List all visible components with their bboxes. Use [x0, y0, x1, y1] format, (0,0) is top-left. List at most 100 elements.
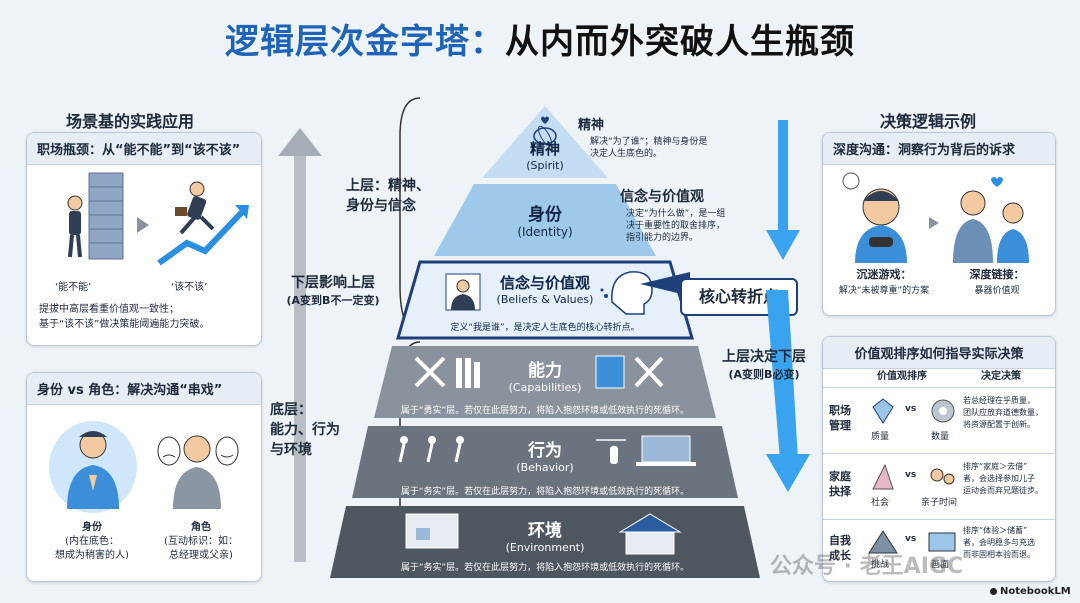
row-desc2: 者，会选择参加儿子: [963, 474, 1035, 483]
spirit-side-title: 精神: [578, 118, 605, 133]
environment-cn: 环境: [528, 521, 562, 541]
left-section-title: 场景基的实践应用: [66, 112, 195, 131]
row-vs: vs: [905, 404, 917, 414]
bottom-layer-line2: 能力、行为: [270, 422, 340, 438]
role-sub2: 总经理或父亲): [169, 550, 233, 561]
career-illustration: [67, 172, 249, 266]
tap-icon: [596, 439, 626, 464]
row-option-a: 挑战: [871, 560, 890, 570]
col-decision: 决定决策: [981, 371, 1021, 382]
heart-brain-icon: [533, 116, 557, 147]
row-name-line1: 自我: [829, 534, 851, 547]
deep-link-desc: 暴器价值观: [974, 286, 1020, 296]
identity-sub2: 想成为稍害的人): [55, 550, 129, 561]
table-row: 家庭 抉择 vs 社会 亲子时间 排序“家庭＞去借” 者，会选择参加儿子 运动会…: [823, 455, 1055, 517]
row-name-line1: 职场: [829, 404, 851, 417]
row-desc3: 而非固相本验而退。: [963, 550, 1035, 559]
spirit-en: (Spirit): [526, 159, 564, 172]
page-title: 逻辑层次金字塔：从内而外突破人生瓶颈: [0, 14, 1080, 63]
laptop-icon: [636, 435, 696, 466]
behavior-en: (Behavior): [516, 461, 574, 474]
up-arrow: [278, 128, 322, 562]
upper-layer-label: 上层：精神、 身份与信念: [346, 176, 430, 216]
spirit-side-desc2: 决定人生底色的。: [590, 149, 663, 159]
title-part2: 从内而外突破人生瓶颈: [505, 22, 855, 62]
lower-affect-label: 下层影响上层 (A变到B不一定变): [266, 272, 400, 308]
row-option-a: 质量: [871, 432, 890, 442]
environment-desc: 属于“务实”层。若仅在此层努力，将陷入抱怨环境或低效执行的死循环。: [400, 563, 690, 573]
down-arrows: [766, 120, 810, 492]
identity-en: (Identity): [517, 225, 573, 239]
row-name: 自我 成长: [829, 533, 851, 563]
row-desc1: 排序“体验＞储蓄”: [963, 526, 1028, 535]
bottom-layer-label: 底层： 能力、行为 与环境: [270, 400, 340, 460]
chevron-right-icon: [137, 217, 149, 233]
gaming-title: 沉迷游戏：: [856, 268, 912, 281]
table-divider: [823, 519, 1055, 520]
upper-decide-line2: (A变则B必变): [728, 368, 800, 381]
row-desc2: 团队应放弃道德数量，: [963, 408, 1043, 417]
table-divider: [823, 453, 1055, 454]
tier-identity: [434, 184, 656, 256]
identity-role-illustration: [49, 421, 239, 513]
party-icon: [872, 463, 894, 490]
right-card-communication: 深度沟通：洞察行为背后的诉求 沉迷游戏： 解决“未被尊重”的方案 深度链接： 暴…: [822, 132, 1056, 316]
picture-icon: [928, 532, 956, 552]
row-desc3: 运动会而弃兄题徒步。: [963, 486, 1043, 495]
row-name-line2: 管理: [829, 419, 851, 432]
row-desc1: 若总经理在乎质量，: [963, 396, 1035, 405]
beliefs-cn: 信念与价值观: [499, 274, 590, 292]
row-option-b: 画面: [931, 560, 950, 570]
beliefs-side-title: 信念与价值观: [620, 189, 704, 205]
identity-title: 身份: [82, 522, 102, 533]
career-desc-2: 基于“该不该”做决策能阈遍能力突破。: [39, 319, 210, 330]
capabilities-cn: 能力: [528, 361, 562, 381]
table-row: 职场 管理 vs 质量 数量 若总经理在乎质量， 团队应放弃道德数量， 将资源配…: [823, 389, 1055, 451]
row-name: 家庭 抉择: [829, 469, 851, 499]
capabilities-desc: 属于“勇实”层。若仅在此层努力，将陷入抱怨环境或低效执行的死循环。: [400, 406, 690, 416]
left-card-career: 职场瓶颈：从“能不能”到“该不该” ‘能不能’ ‘该不该’: [26, 132, 262, 346]
behavior-cn: 行为: [528, 441, 562, 461]
col-value-ranking: 价值观排序: [877, 371, 927, 382]
callout-pointer: [640, 272, 690, 296]
row-option-b: 亲子时间: [921, 498, 958, 508]
row-name-line2: 抉择: [829, 485, 851, 498]
row-name-line2: 成长: [829, 549, 851, 562]
row-option-b: 数量: [931, 432, 950, 442]
upper-layer-line2: 身份与信念: [346, 198, 416, 214]
card-value-head: 价值观排序如何指导实际决策: [823, 337, 1055, 369]
family-icon: [930, 468, 944, 482]
bottom-layer-line3: 与环境: [270, 442, 312, 458]
table-row: 自我 成长 vs 挑战 画面 排序“体验＞储蓄” 者，会明稳多与充选 而非固相本…: [823, 521, 1055, 579]
upper-decide-line1: 上层决定下层: [722, 349, 806, 365]
table-divider: [823, 387, 1055, 388]
identity-cn: 身份: [528, 205, 562, 225]
house-icon: [618, 513, 682, 555]
beliefs-desc: 定义“我是谁”，是决定人生底色的核心转折点。: [450, 323, 640, 333]
row-desc: 排序“体验＞储蓄” 者，会明稳多与充选 而非固相本验而退。: [963, 525, 1053, 561]
title-part1: 逻辑层次金字塔：: [225, 22, 505, 62]
upper-layer-line1: 上层：精神、: [346, 178, 430, 194]
tools-icon: [414, 356, 446, 388]
role-title: 角色: [191, 522, 211, 533]
spirit-side-desc: 解决“为了谁”；精神与身份是 决定人生底色的。: [590, 136, 770, 160]
behavior-desc: 属于“务实”层。若仅在此层努力，将陷入抱怨环境或低效执行的死循环。: [400, 487, 690, 497]
lower-affect-line2: (A变到B不一定变): [286, 294, 380, 307]
right-section-title: 决策逻辑示例: [880, 112, 977, 131]
angry-gamer-icon: [842, 172, 907, 263]
row-icons: [868, 530, 956, 554]
bottom-layer-line1: 底层：: [270, 402, 312, 418]
card-career-head: 职场瓶颈：从“能不能”到“该不该”: [27, 133, 261, 165]
row-desc: 若总经理在乎质量， 团队应放弃道德数量， 将资源配置于创新。: [963, 395, 1053, 431]
label-can-or-not: ‘能不能’: [55, 282, 92, 293]
row-icons: [872, 398, 955, 424]
beliefs-side-desc1: 决定“为什么做”，是一组: [626, 209, 726, 219]
row-name-line1: 家庭: [829, 470, 851, 483]
capabilities-en: (Capabilities): [508, 381, 582, 394]
upper-decide-label: 上层决定下层 (A变则B必变): [706, 346, 822, 382]
right-card-value-ranking: 价值观排序如何指导实际决策 价值观排序 决定决策 职场 管理 vs 质量 数量 …: [822, 336, 1056, 582]
thinking-head-icon: [600, 271, 653, 315]
praying-person-icon: [49, 421, 137, 513]
gaming-desc: 解决“未被尊重”的方案: [838, 286, 930, 296]
role-sub1: (互动标识：如：: [164, 536, 238, 547]
